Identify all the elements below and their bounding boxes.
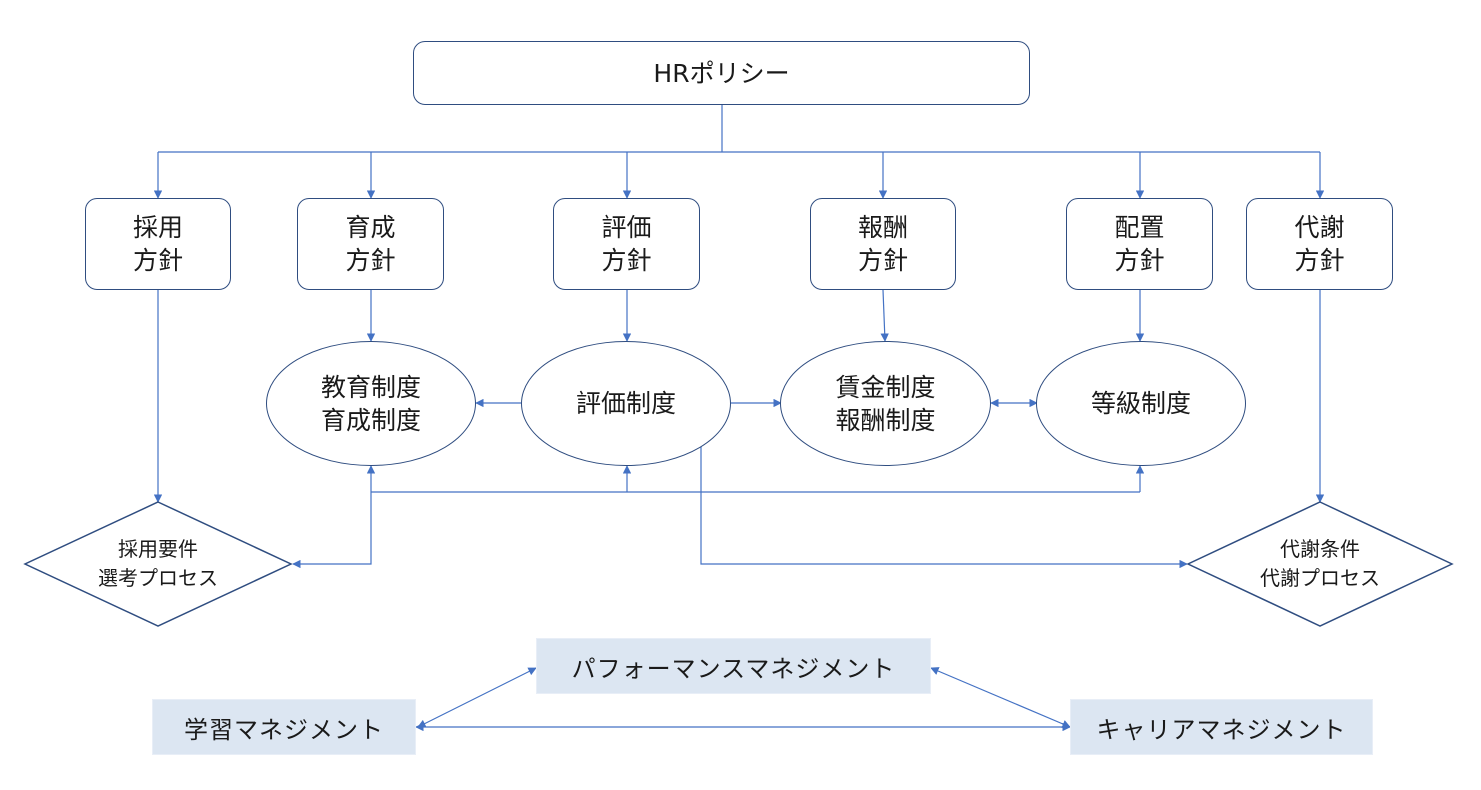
system-chingin-ellipse: 賃金制度 報酬制度 [780,341,991,466]
performance-management-box: パフォーマンスマネジメント [536,638,931,694]
policy-saiyou-box: 採用 方針 [85,198,231,290]
kyouiku-to-saiyou-process [292,492,372,569]
career-management-label: キャリアマネジメント [1096,715,1347,744]
system-hyouka-ellipse: 評価制度 [521,341,731,466]
saiyou-process-label: 採用要件 選考プロセス [98,537,218,590]
system-chingin-label: 賃金制度 報酬制度 [835,372,936,435]
taisha-process-label: 代謝条件 代謝プロセス [1260,537,1380,590]
perf-career-arrow [930,667,1071,728]
houshuu-to-chingin [880,289,889,342]
career-management-box: キャリアマネジメント [1070,699,1373,755]
hyouka-to-taisha-process [700,446,1188,569]
policy-houshuu-label: 報酬 方針 [857,213,908,275]
saiyou-process-diamond: 採用要件 選考プロセス [58,530,258,598]
system-kyouiku-label: 教育制度 育成制度 [320,372,421,435]
policy-haichi-label: 配置 方針 [1114,213,1165,275]
taisha-process-diamond: 代謝条件 代謝プロセス [1220,530,1420,598]
policy-saiyou-label: 採用 方針 [132,213,183,275]
system-hyouka-label: 評価制度 [575,389,676,418]
system-toukyuu-label: 等級制度 [1090,389,1191,418]
hr-policy-label: HRポリシー [653,58,790,88]
learning-management-box: 学習マネジメント [152,699,416,755]
policy-houshuu-box: 報酬 方針 [810,198,956,290]
policy-haichi-box: 配置 方針 [1066,198,1213,290]
policy-taisha-box: 代謝 方針 [1246,198,1393,290]
policy-ikusei-box: 育成 方針 [297,198,444,290]
policy-hyouka-box: 評価 方針 [553,198,700,290]
system-toukyuu-ellipse: 等級制度 [1036,341,1246,466]
policy-hyouka-label: 評価 方針 [601,213,652,275]
taisha-process-diamond-shape [1186,501,1454,627]
policy-taisha-label: 代謝 方針 [1294,213,1345,275]
learning-management-label: 学習マネジメント [184,715,384,744]
hr-policy-box: HRポリシー [413,41,1030,105]
perf-learning-arrow [417,667,537,728]
policy-ikusei-label: 育成 方針 [345,213,396,275]
system-kyouiku-ellipse: 教育制度 育成制度 [266,341,476,466]
saiyou-process-diamond-shape [23,501,293,627]
performance-management-label: パフォーマンスマネジメント [571,654,896,683]
